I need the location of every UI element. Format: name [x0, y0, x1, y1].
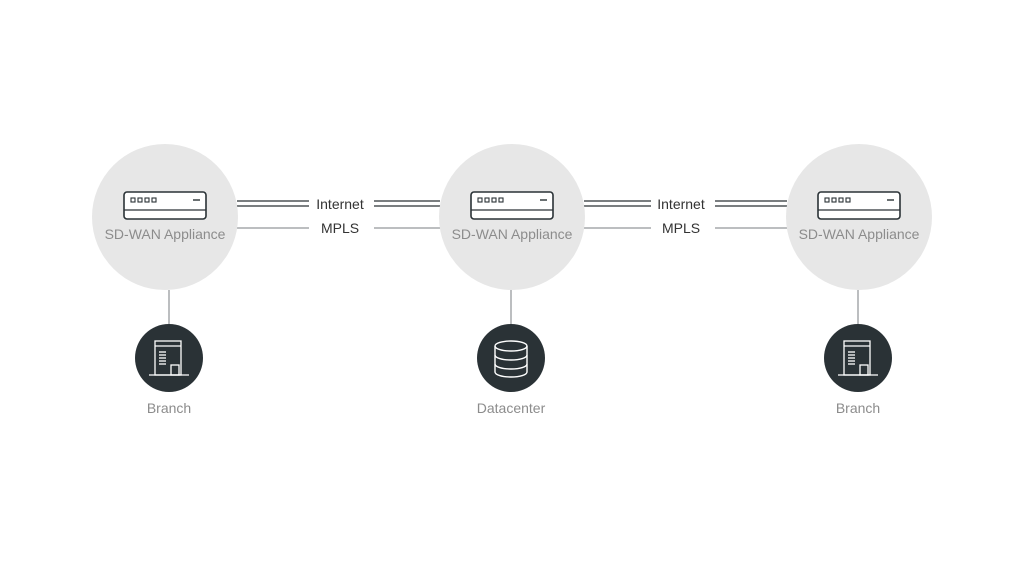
link-right: Internet MPLS — [584, 196, 787, 236]
internet-label-left: Internet — [316, 196, 364, 212]
appliance-node-right: SD-WAN Appliance — [786, 144, 932, 290]
mpls-label-left: MPLS — [321, 220, 359, 236]
link-left: Internet MPLS — [237, 196, 440, 236]
site-label: Branch — [147, 400, 191, 416]
appliance-node-center: SD-WAN Appliance — [439, 144, 585, 290]
internet-label-right: Internet — [657, 196, 705, 212]
building-icon — [838, 340, 878, 376]
site-circle — [824, 324, 892, 392]
router-icon — [817, 191, 901, 220]
site-label: Branch — [836, 400, 880, 416]
site-label: Datacenter — [477, 400, 546, 416]
building-icon — [149, 340, 189, 376]
appliance-label: SD-WAN Appliance — [105, 226, 226, 242]
mpls-label-right: MPLS — [662, 220, 700, 236]
site-node-left: Branch — [135, 324, 203, 416]
site-node-center: Datacenter — [477, 324, 546, 416]
database-icon — [494, 340, 528, 378]
router-icon — [123, 191, 207, 220]
appliance-label: SD-WAN Appliance — [799, 226, 920, 242]
site-circle — [135, 324, 203, 392]
router-icon — [470, 191, 554, 220]
appliance-label: SD-WAN Appliance — [452, 226, 573, 242]
site-node-right: Branch — [824, 324, 892, 416]
appliance-node-left: SD-WAN Appliance — [92, 144, 238, 290]
site-circle — [477, 324, 545, 392]
